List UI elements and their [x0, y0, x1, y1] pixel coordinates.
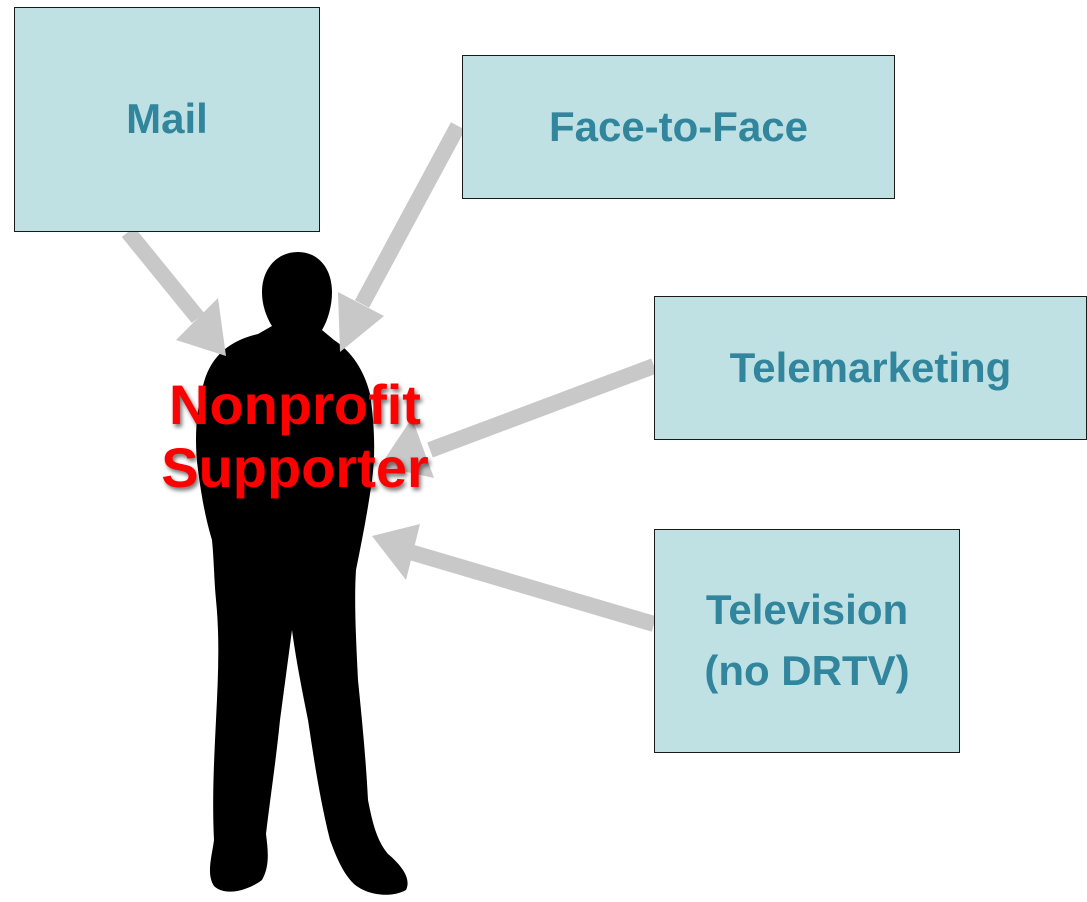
arrow-tv-to-supporter: [372, 524, 657, 632]
arrow-tele-to-supporter: [380, 358, 657, 478]
person-silhouette-icon: [196, 252, 408, 895]
channel-label-mail: Mail: [126, 95, 208, 143]
channel-label-television-line2: (no DRTV): [704, 647, 910, 694]
channel-box-television: Television (no DRTV): [654, 529, 960, 753]
channel-label-television: Television (no DRTV): [704, 580, 909, 702]
arrow-face-to-supporter: [338, 122, 466, 352]
supporter-label-line1: Nonprofit: [169, 373, 421, 436]
channel-label-telemarketing: Telemarketing: [729, 343, 1012, 391]
channel-box-mail: Mail: [14, 7, 320, 232]
arrow-mail-to-supporter: [121, 226, 226, 356]
channel-label-face-to-face: Face-to-Face: [548, 102, 809, 150]
channel-box-telemarketing: Telemarketing: [654, 296, 1087, 440]
channel-box-face-to-face: Face-to-Face: [462, 55, 895, 199]
supporter-label-line2: Supporter: [161, 435, 429, 499]
channel-label-television-line1: Television: [705, 586, 909, 634]
supporter-label: Nonprofit Supporter: [110, 373, 480, 499]
